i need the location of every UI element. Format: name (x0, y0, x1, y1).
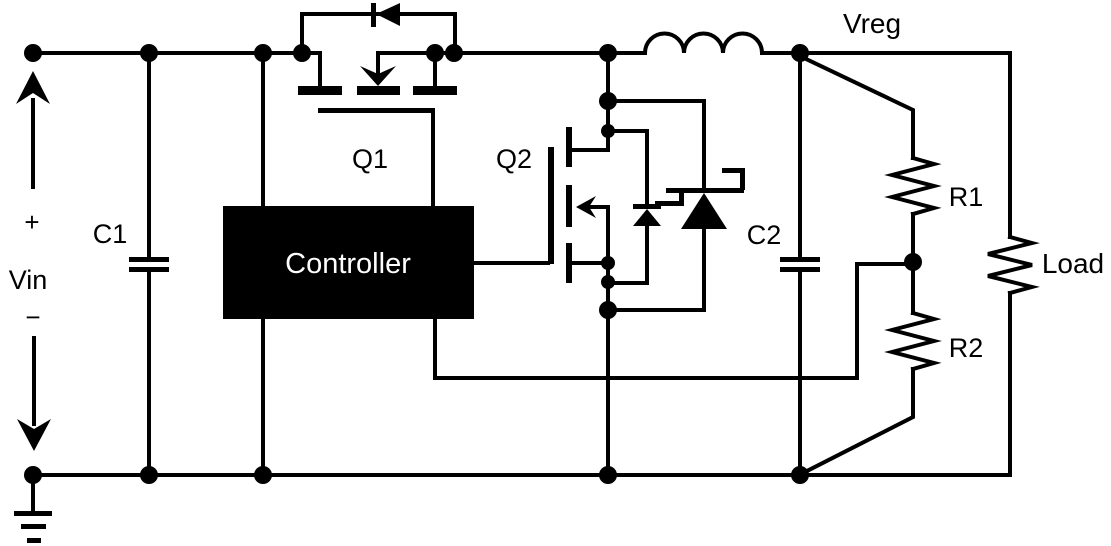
vreg-rail (760, 51, 1012, 239)
q2-drain-contact-bar (566, 127, 572, 167)
c2-plate-bottom (780, 267, 820, 272)
c1-plate-bottom (129, 267, 169, 272)
vin-minus-label: − (25, 302, 40, 332)
body-diode-top-lead (606, 129, 649, 206)
body-diode-triangle (633, 209, 661, 226)
q2-source-contact-bar (566, 243, 572, 283)
mosfet-q2 (548, 51, 610, 477)
controller-box (223, 206, 474, 319)
vreg-label: Vreg (843, 8, 901, 39)
schottky-cathode-bar (666, 188, 744, 193)
schottky-bottom-lead (606, 227, 706, 312)
q2-body-diode (606, 129, 661, 285)
controller: Controller (223, 51, 550, 477)
q2-label: Q2 (496, 144, 532, 174)
input-rail (31, 51, 322, 88)
q2-body-contact-bar (566, 185, 572, 227)
q1-label: Q1 (352, 144, 388, 174)
r2-bottom-lead (800, 367, 915, 476)
vin-down-arrowhead-icon (17, 419, 51, 451)
r1-label: R1 (949, 182, 984, 212)
c1-plate-top (129, 257, 169, 262)
r1-top-lead (799, 54, 915, 160)
vin-source (16, 71, 51, 451)
q2-gate-bar (548, 147, 554, 264)
schottky-triangle (681, 193, 727, 229)
vin-label: Vin (9, 265, 48, 295)
feedback-divider (433, 54, 942, 476)
load-label: Load (1042, 248, 1104, 279)
c1-label: C1 (93, 219, 128, 249)
schottky-diode (606, 99, 745, 312)
r2-label: R2 (949, 333, 984, 363)
vin-plus-label: + (24, 207, 39, 237)
q2-body-arrow-icon (576, 196, 596, 218)
labels: + Vin − C1 Q1 Q2 C2 Vreg R1 R2 Load (9, 8, 1104, 363)
q1-body-diode-cathode-bar (371, 3, 376, 27)
load-resistor (987, 234, 1040, 296)
q1-body-contact-bar (357, 86, 400, 95)
schottky-top-lead (606, 99, 706, 190)
q1-drain-contact-bar (298, 86, 342, 95)
resistor-r1 (884, 155, 942, 217)
junction-dots (24, 44, 922, 484)
body-diode-cathode-bar (633, 204, 661, 209)
inductor-coil (642, 31, 765, 56)
q1-body-arrow-icon (360, 66, 396, 86)
q1-gate-bar (318, 108, 435, 113)
vin-up-arrowhead-icon (16, 71, 50, 104)
capacitor-c2 (780, 51, 820, 477)
feedback-sense-wire (433, 262, 915, 380)
resistor-r2 (884, 310, 942, 372)
body-diode-bottom-lead (606, 224, 649, 285)
ground-icon (14, 473, 52, 543)
c2-label: C2 (747, 220, 782, 250)
capacitor-c1 (129, 51, 169, 477)
controller-label: Controller (285, 248, 411, 280)
q1-source-contact-bar (413, 86, 457, 95)
q1-body-diode-triangle (376, 3, 400, 26)
c2-plate-top (780, 257, 820, 262)
load-branch (987, 234, 1040, 477)
mosfet-q1 (298, 3, 457, 208)
